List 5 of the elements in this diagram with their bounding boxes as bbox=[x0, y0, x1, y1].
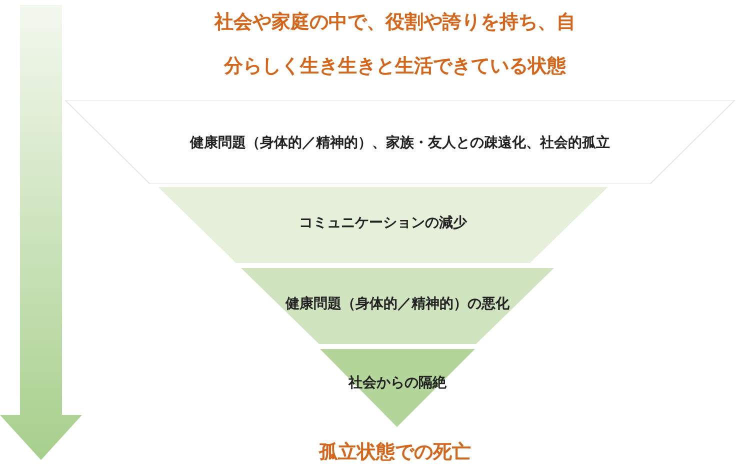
bottom-state-heading: 孤立状態での死亡 bbox=[318, 440, 472, 465]
band-label: コミュニケーションの減少 bbox=[298, 214, 468, 232]
top-state-heading: 社会や家庭の中で、役割や誇りを持ち、自分らしく生き生きと生活できている状態 bbox=[213, 10, 576, 79]
band-label: 健康問題（身体的／精神的）の悪化 bbox=[284, 295, 510, 313]
band-label: 健康問題（身体的／精神的）、家族・友人との疎遠化、社会的孤立 bbox=[188, 134, 611, 152]
